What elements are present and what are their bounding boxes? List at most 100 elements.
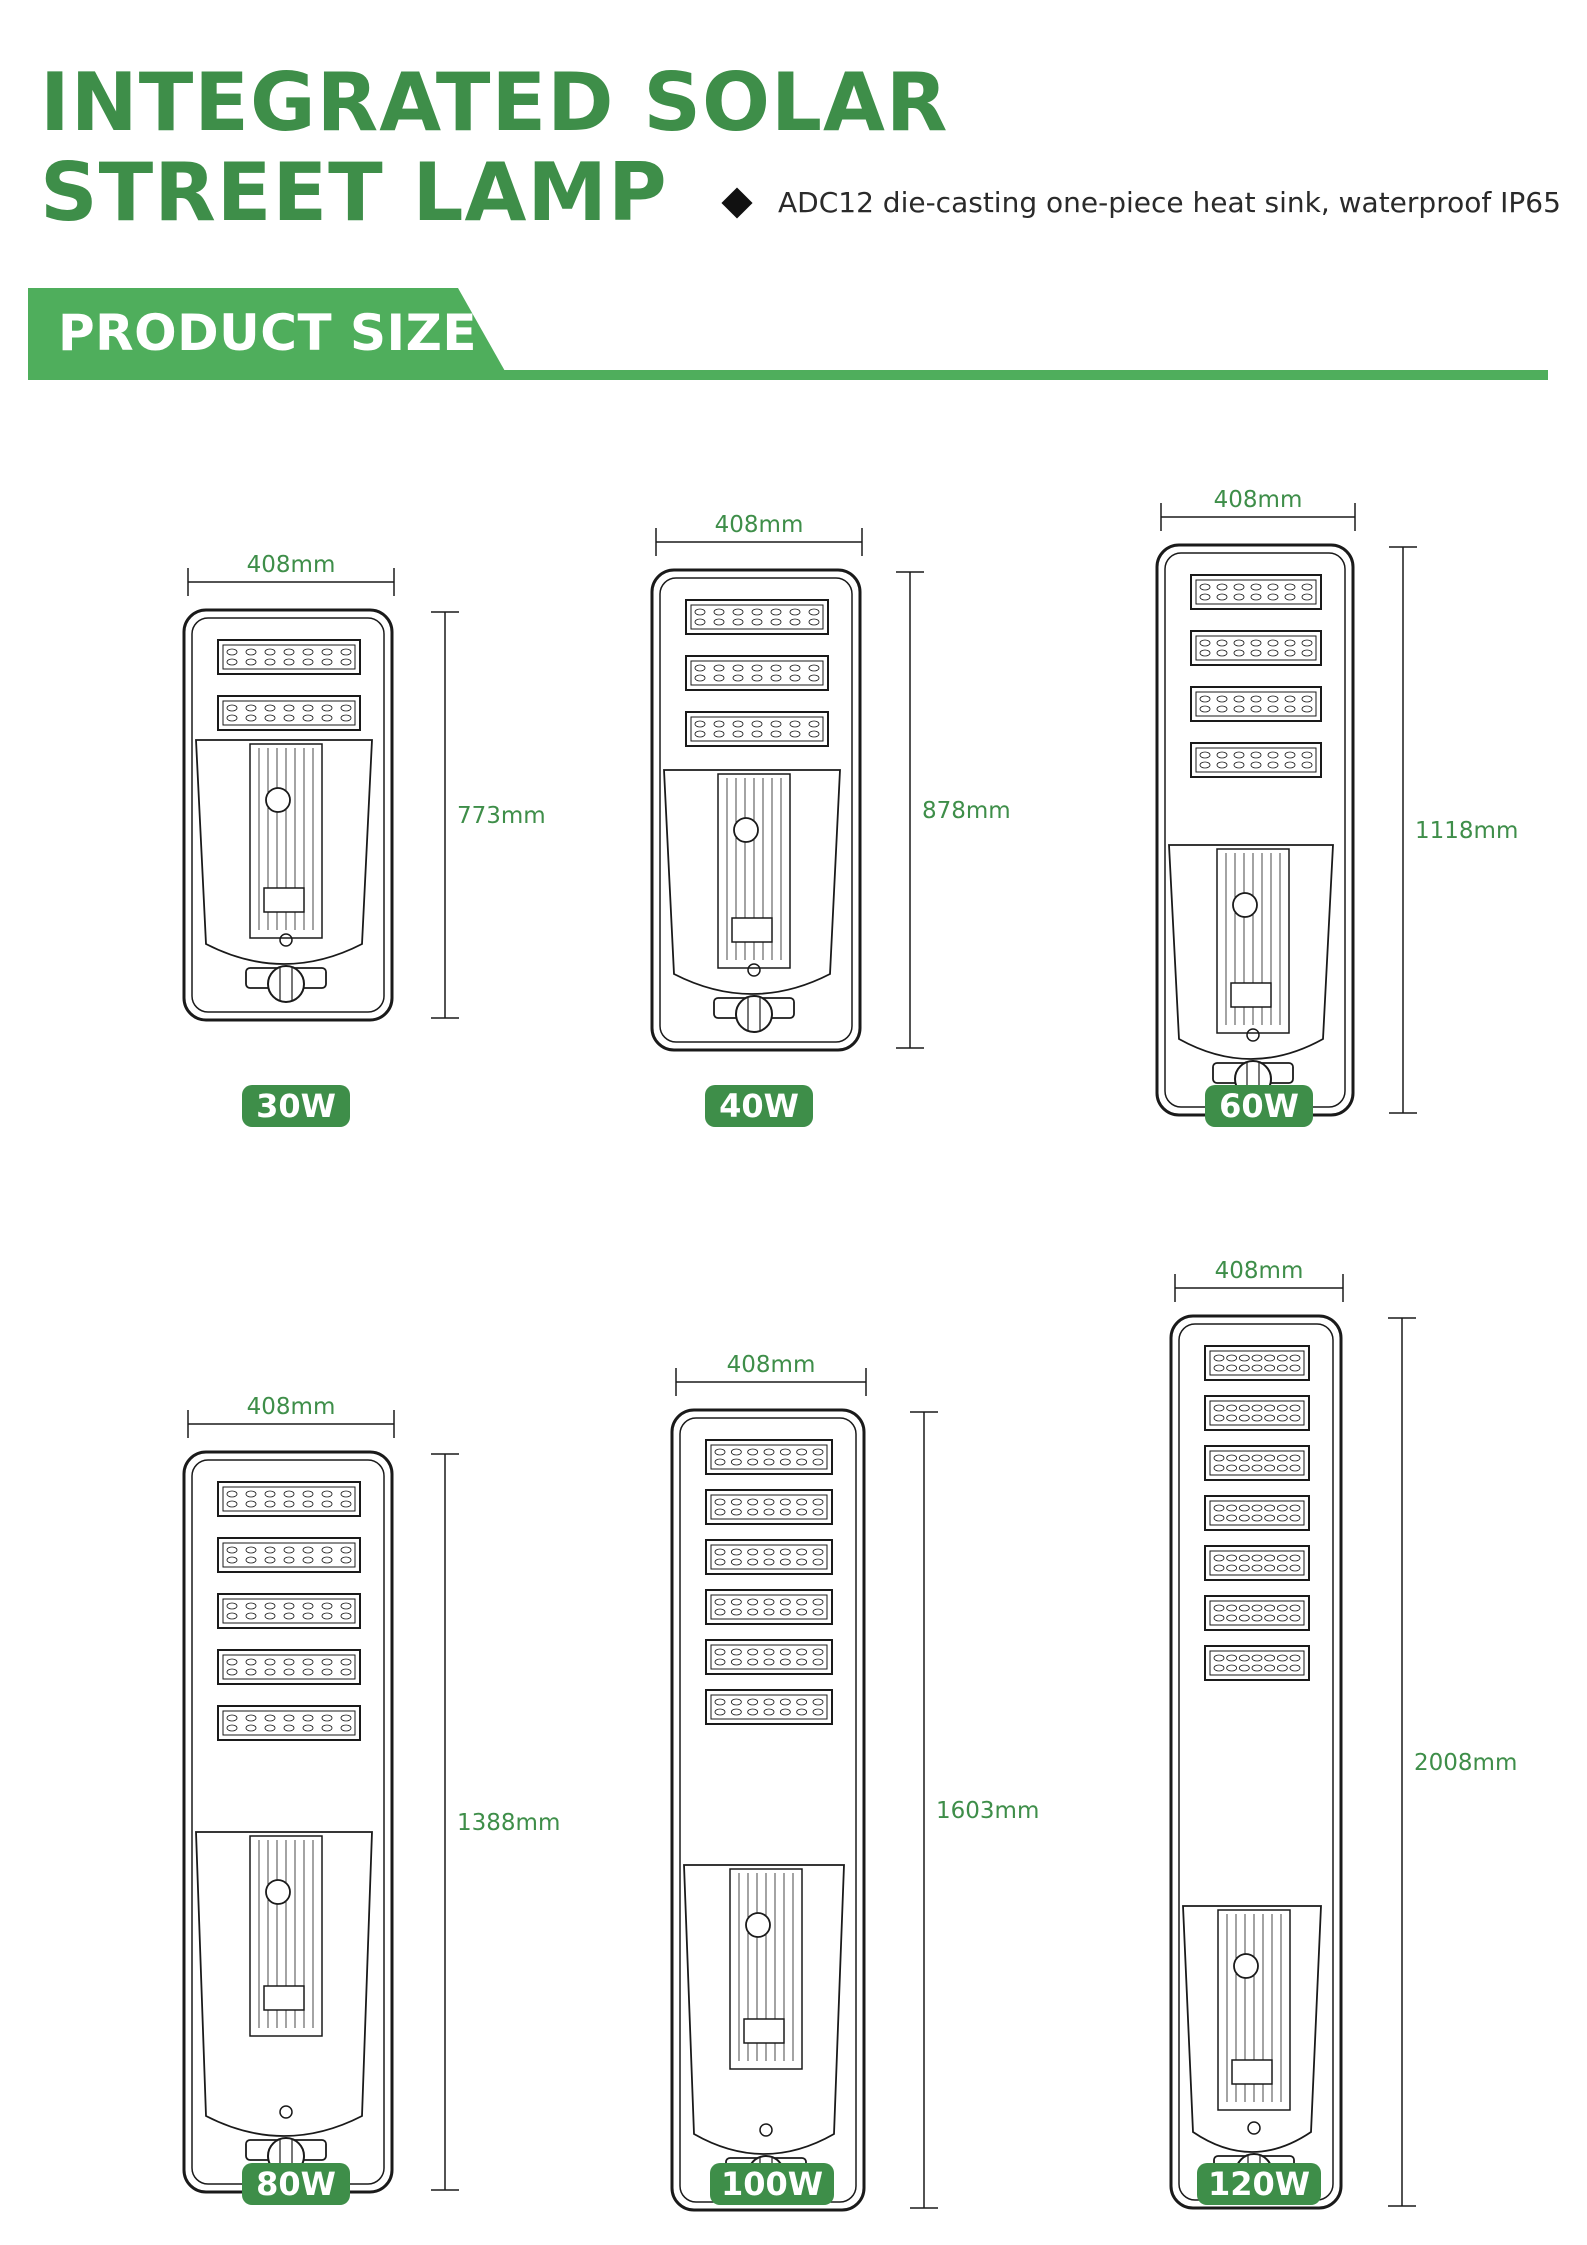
led-chip — [321, 1546, 333, 1554]
led-chip — [1226, 1414, 1238, 1422]
led-chip — [1264, 1614, 1276, 1622]
led-chip — [1233, 705, 1245, 713]
led-chip — [1289, 1464, 1301, 1472]
led-chip — [779, 1698, 791, 1706]
led-chip — [1284, 649, 1296, 657]
led-module-inner — [710, 1694, 828, 1720]
led-chip — [302, 1724, 314, 1732]
led-chip — [730, 1608, 742, 1616]
led-chip — [1264, 1414, 1276, 1422]
led-chip — [1284, 593, 1296, 601]
led-module-inner — [710, 1494, 828, 1520]
led-chip — [779, 1558, 791, 1566]
led-chip — [1238, 1404, 1250, 1412]
led-chip — [1213, 1504, 1225, 1512]
led-chip — [1238, 1564, 1250, 1572]
led-chip — [694, 608, 706, 616]
led-module-inner — [1209, 1500, 1305, 1526]
led-chip — [283, 1724, 295, 1732]
led-chip — [1216, 593, 1228, 601]
led-module-inner — [222, 1542, 356, 1568]
led-chip — [763, 1598, 775, 1606]
led-chip — [226, 658, 238, 666]
led-chip — [321, 1668, 333, 1676]
led-chip — [1251, 1504, 1263, 1512]
led-chip — [264, 1490, 276, 1498]
led-chip — [1226, 1654, 1238, 1662]
led-chip — [751, 618, 763, 626]
led-chip — [770, 608, 782, 616]
led-chip — [1226, 1404, 1238, 1412]
led-chip — [779, 1548, 791, 1556]
width-dimension-label: 408mm — [715, 512, 804, 538]
led-chip — [1264, 1654, 1276, 1662]
led-module — [705, 1489, 833, 1525]
banner-underline — [28, 370, 1548, 380]
led-module-inner — [1209, 1600, 1305, 1626]
sensor-icon — [1233, 1953, 1259, 1979]
led-chip — [1216, 695, 1228, 703]
led-chip — [340, 1658, 352, 1666]
lamp-outer-frame — [1169, 1314, 1343, 2210]
led-chip — [747, 1608, 759, 1616]
led-module — [1204, 1595, 1310, 1631]
led-chip — [763, 1658, 775, 1666]
label-plate — [743, 2018, 785, 2044]
feature-item: ADC12 die-casting one-piece heat sink, w… — [721, 186, 1561, 219]
led-chip — [796, 1498, 808, 1506]
led-chip — [796, 1658, 808, 1666]
height-dimension-label: 1603mm — [936, 1798, 1039, 1824]
led-chip — [812, 1508, 824, 1516]
led-chip — [226, 1668, 238, 1676]
led-chip — [1199, 583, 1211, 591]
led-chip — [1216, 639, 1228, 647]
lamp-drawing-30w: 408mm 773mm — [182, 552, 546, 1022]
led-chip — [321, 1556, 333, 1564]
led-chip — [1264, 1554, 1276, 1562]
led-module — [1204, 1645, 1310, 1681]
sensor-icon — [1232, 892, 1258, 918]
led-chip — [714, 1508, 726, 1516]
led-chip — [1226, 1504, 1238, 1512]
led-chip — [226, 1500, 238, 1508]
led-chip — [1213, 1454, 1225, 1462]
led-chip — [779, 1458, 791, 1466]
led-chip — [779, 1658, 791, 1666]
led-chip — [730, 1698, 742, 1706]
mount-bolt-icon — [267, 965, 305, 1003]
led-chip — [714, 1448, 726, 1456]
led-chip — [1199, 705, 1211, 713]
led-chip — [779, 1708, 791, 1716]
led-chip — [694, 618, 706, 626]
height-dimension-label: 878mm — [922, 798, 1011, 824]
led-chip — [1250, 705, 1262, 713]
led-chip — [1233, 751, 1245, 759]
led-chip — [1289, 1514, 1301, 1522]
led-chip — [340, 658, 352, 666]
led-chip — [321, 648, 333, 656]
led-chip — [245, 1546, 257, 1554]
led-chip — [1264, 1504, 1276, 1512]
led-chip — [812, 1498, 824, 1506]
led-chip — [1238, 1454, 1250, 1462]
led-chip — [226, 1546, 238, 1554]
led-chip — [1301, 649, 1313, 657]
power-badge-60w: 60W — [1205, 1085, 1313, 1127]
led-module — [1204, 1495, 1310, 1531]
led-chip — [302, 1556, 314, 1564]
led-chip — [730, 1598, 742, 1606]
led-chip — [714, 1708, 726, 1716]
led-chip — [713, 608, 725, 616]
led-module — [1204, 1395, 1310, 1431]
led-chip — [245, 1714, 257, 1722]
heat-sink — [729, 1868, 803, 2070]
led-chip — [751, 608, 763, 616]
led-module-inner — [1209, 1550, 1305, 1576]
led-chip — [302, 648, 314, 656]
lamp-inner-frame — [191, 617, 385, 1013]
led-chip — [730, 1448, 742, 1456]
power-badge-30w: 30W — [242, 1085, 350, 1127]
led-chip — [264, 704, 276, 712]
led-chip — [340, 1556, 352, 1564]
led-chip — [1233, 649, 1245, 657]
